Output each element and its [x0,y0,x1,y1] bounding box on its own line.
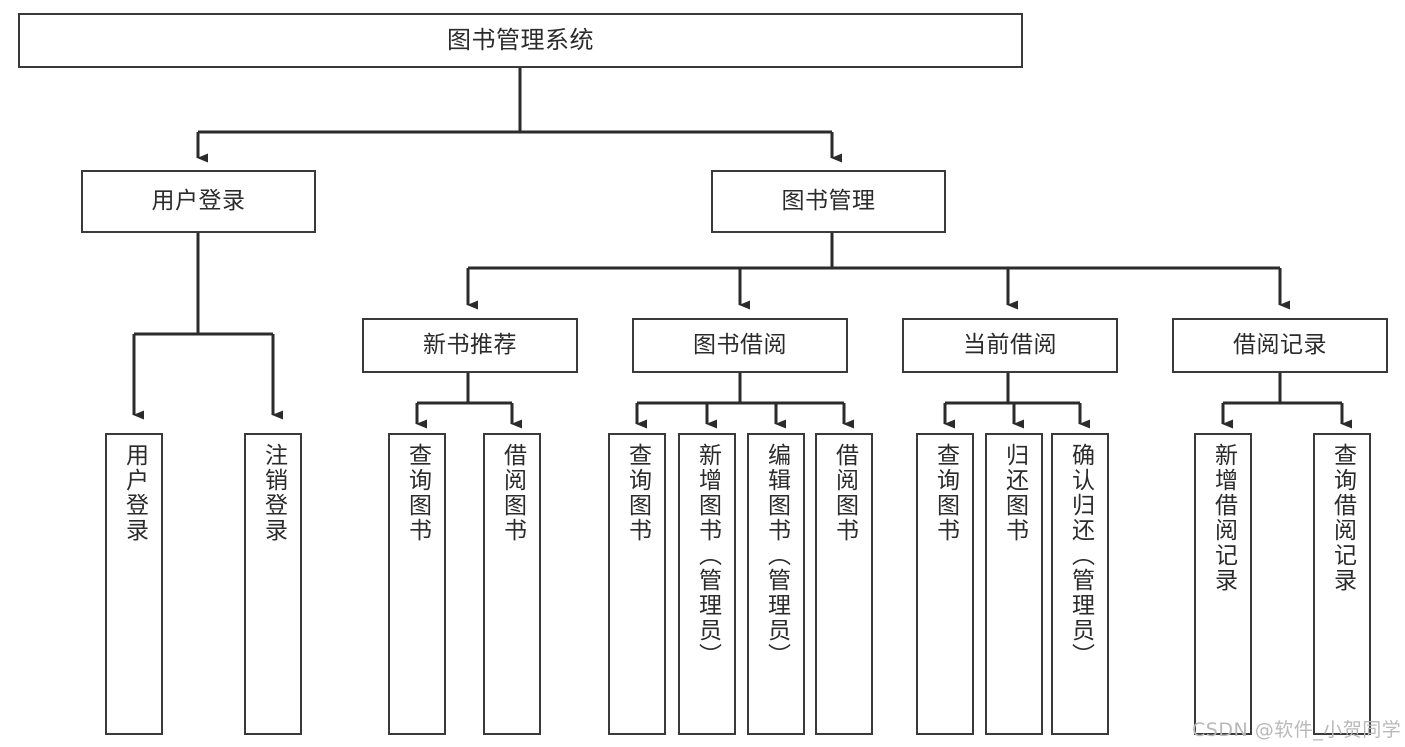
leaf-newbook-query-book[interactable]: 查询图书 [388,433,446,735]
leaf-user-login[interactable]: 用户登录 [105,433,163,735]
leaf-borrow-edit-book-admin[interactable]: 编辑图书（管理员） [747,433,805,735]
node-label: 新增图书（管理员） [694,443,721,668]
leaf-record-add-record[interactable]: 新增借阅记录 [1194,433,1252,735]
node-label: 图书管理 [781,187,876,214]
node-label: 确认归还（管理员） [1067,443,1094,668]
node-label: 编辑图书（管理员） [763,443,790,668]
leaf-borrow-query-book[interactable]: 查询图书 [608,433,666,735]
node-label: 查询图书 [404,443,431,543]
node-label: 查询借阅记录 [1329,443,1356,593]
leaf-logout[interactable]: 注销登录 [244,433,302,735]
node-label: 当前借阅 [963,331,1057,358]
node-label: 新增借阅记录 [1210,443,1237,593]
node-borrow-record[interactable]: 借阅记录 [1172,318,1388,373]
leaf-borrow-borrow-book[interactable]: 借阅图书 [815,433,873,735]
leaf-newbook-borrow-book[interactable]: 借阅图书 [483,433,541,735]
leaf-record-query-record[interactable]: 查询借阅记录 [1313,433,1371,735]
node-label: 查询图书 [624,443,651,543]
node-user-login[interactable]: 用户登录 [81,170,316,233]
node-new-book-recommend[interactable]: 新书推荐 [362,318,578,373]
node-book-borrow[interactable]: 图书借阅 [632,318,848,373]
node-label: 用户登录 [151,187,246,214]
node-root-system[interactable]: 图书管理系统 [18,13,1023,68]
node-current-borrow[interactable]: 当前借阅 [902,318,1118,373]
leaf-current-return-book[interactable]: 归还图书 [985,433,1043,735]
leaf-current-query-book[interactable]: 查询图书 [916,433,974,735]
leaf-borrow-add-book-admin[interactable]: 新增图书（管理员） [678,433,736,735]
node-label: 图书借阅 [693,331,787,358]
node-book-management[interactable]: 图书管理 [711,170,946,233]
node-label: 注销登录 [260,443,287,543]
leaf-current-confirm-return-admin[interactable]: 确认归还（管理员） [1051,433,1109,735]
node-label: 借阅图书 [499,443,526,543]
node-label: 图书管理系统 [447,26,594,55]
node-label: 新书推荐 [423,331,517,358]
node-label: 查询图书 [932,443,959,543]
node-label: 借阅记录 [1233,331,1327,358]
node-label: 借阅图书 [831,443,858,543]
node-label: 归还图书 [1001,443,1028,543]
node-label: 用户登录 [121,443,148,543]
